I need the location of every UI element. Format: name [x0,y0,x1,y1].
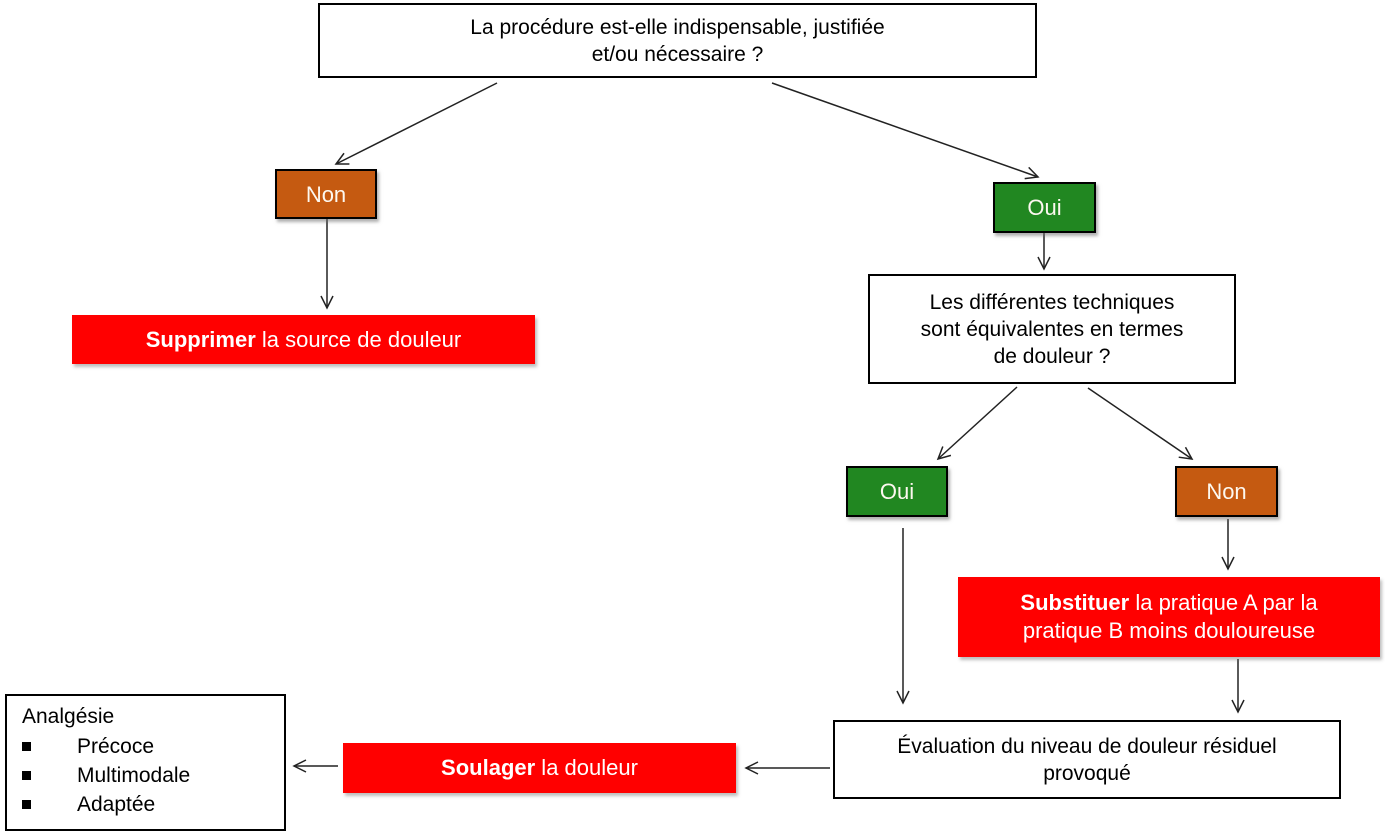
square-bullet-icon [22,771,31,780]
relieve-action-box: Soulager la douleur [343,743,736,793]
analgesia-box: Analgésie Précoce Multimodale Adaptée [5,694,286,831]
analgesia-title: Analgésie [22,705,115,728]
suppress-action-text: Supprimer la source de douleur [145,326,462,352]
suppress-action-box: Supprimer la source de douleur [72,315,535,364]
evaluation-box: Évaluation du niveau de douleur résiduel… [833,720,1341,799]
square-bullet-icon [22,742,31,751]
arrow-q2-to-yes2 [936,386,1018,461]
square-bullet-icon [22,800,31,809]
question-techniques-box: Les différentes techniques sont équivale… [868,274,1236,384]
question-procedure-text: La procédure est-elle indispensable, jus… [470,15,885,66]
yes-branch-1-label: Oui [1027,195,1062,220]
yes-branch-2: Oui [846,466,948,517]
analgesia-item: Adaptée [22,790,284,819]
relieve-action-text: Soulager la douleur [441,755,638,780]
analgesia-item-label: Précoce [77,735,155,758]
evaluation-text: Évaluation du niveau de douleur résiduel… [897,734,1277,785]
substitute-action-box: Substituer la pratique A par la pratique… [958,577,1380,657]
analgesia-item-label: Multimodale [77,764,191,787]
no-branch-1: Non [275,169,377,219]
no-branch-2-label: Non [1206,479,1247,504]
no-branch-2: Non [1175,466,1278,517]
yes-branch-1: Oui [993,182,1096,233]
arrow-q2-to-no2 [1087,387,1194,460]
analgesia-item: Multimodale [22,761,284,790]
question-procedure-box: La procédure est-elle indispensable, jus… [318,3,1037,78]
analgesia-item: Précoce [22,732,284,761]
arrow-q1-to-no1 [334,82,498,165]
question-techniques-text: Les différentes techniques sont équivale… [920,290,1184,368]
yes-branch-2-label: Oui [879,479,915,504]
arrow-q1-to-yes1 [771,82,1040,180]
substitute-action-text: Substituer la pratique A par la pratique… [1020,590,1318,643]
no-branch-1-label: Non [305,181,347,207]
analgesia-item-label: Adaptée [77,793,156,816]
